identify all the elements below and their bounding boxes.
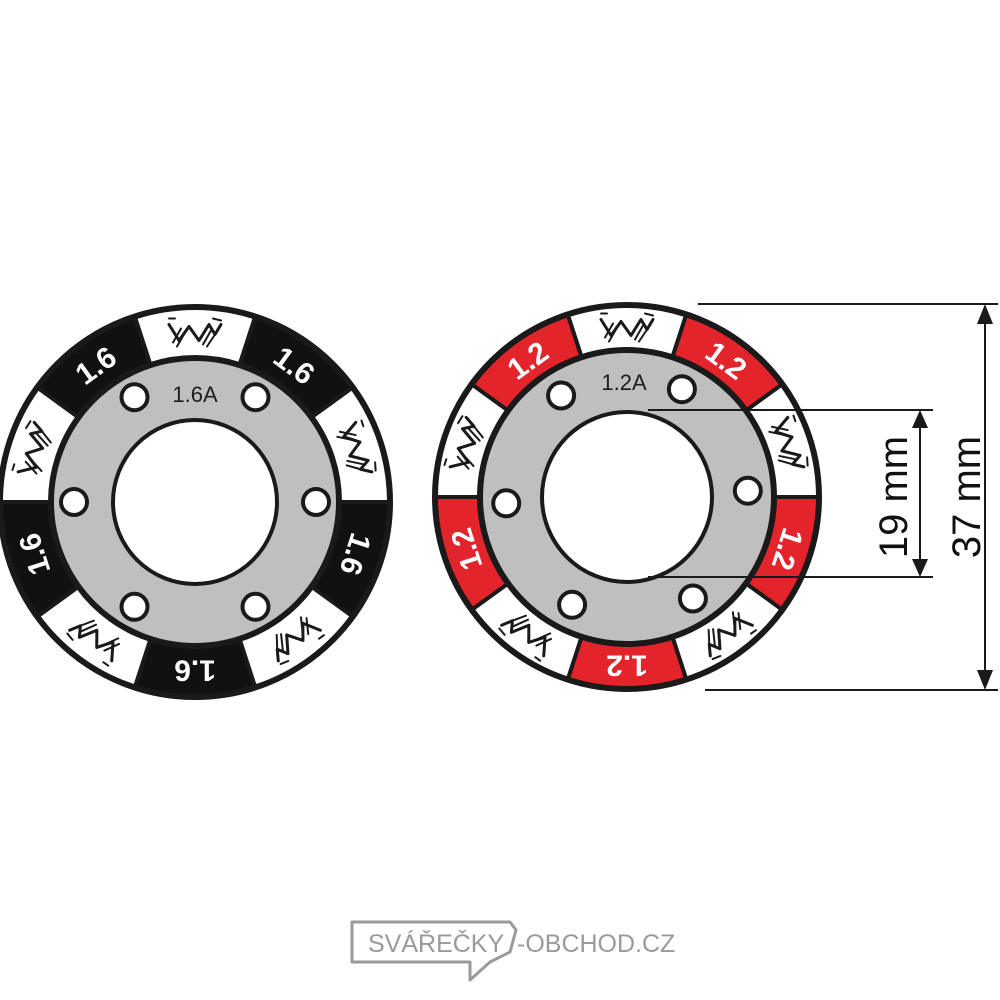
drive-roller-right: 1.21.21.21.21.2 1.2A [432,302,822,692]
roller-left-bore [111,418,279,586]
bolt-hole [240,382,271,413]
dimension-outer-arrow-top [977,304,993,324]
watermark-frame [350,920,518,982]
dimension-outer: 37 mm [698,303,998,691]
bolt-hole [557,589,588,620]
roller-right-segments: 1.21.21.21.21.2 [433,304,821,690]
bolt-hole [491,488,522,519]
ring-segment-size-label: 1.6 [174,654,216,687]
bolt-hole [732,475,763,506]
watermark: SVÁŘEČKY -OBCHOD.CZ [350,920,675,982]
bolt-hole [59,487,89,517]
dimension-inner-label: 19 mm [872,436,916,558]
bolt-hole [677,583,708,614]
bolt-hole [119,591,150,622]
dimension-outer-label: 37 mm [945,436,989,558]
roller-left-hub-label: 1.6A [172,382,218,407]
roller-right-ring-outline [432,302,822,692]
roller-right-hub-label: 1.2A [601,370,647,395]
bolt-hole [546,380,577,411]
bolt-hole [301,487,331,517]
roller-left-segments: 1.61.61.61.61.6 [0,306,392,698]
watermark-text-left: SVÁŘEČKY [368,929,504,958]
bolt-hole [666,374,697,405]
bolt-hole [240,591,271,622]
watermark-text-right: -OBCHOD.CZ [517,930,675,958]
drive-roller-left: 1.61.61.61.61.6 1.6A [0,304,393,700]
bolt-hole [119,382,150,413]
roller-right-bolt-holes [491,374,763,620]
roller-left-ring-outline [0,304,393,700]
dimension-inner-arrow-top [912,410,928,428]
dimension-inner: 19 mm [648,409,933,578]
roller-left-bolt-holes [59,382,331,622]
roller-right-bore [540,410,714,584]
dimension-inner-arrow-bottom [912,559,928,577]
ring-segment-size-label: 1.2 [606,649,648,682]
dimension-outer-arrow-bottom [977,670,993,690]
